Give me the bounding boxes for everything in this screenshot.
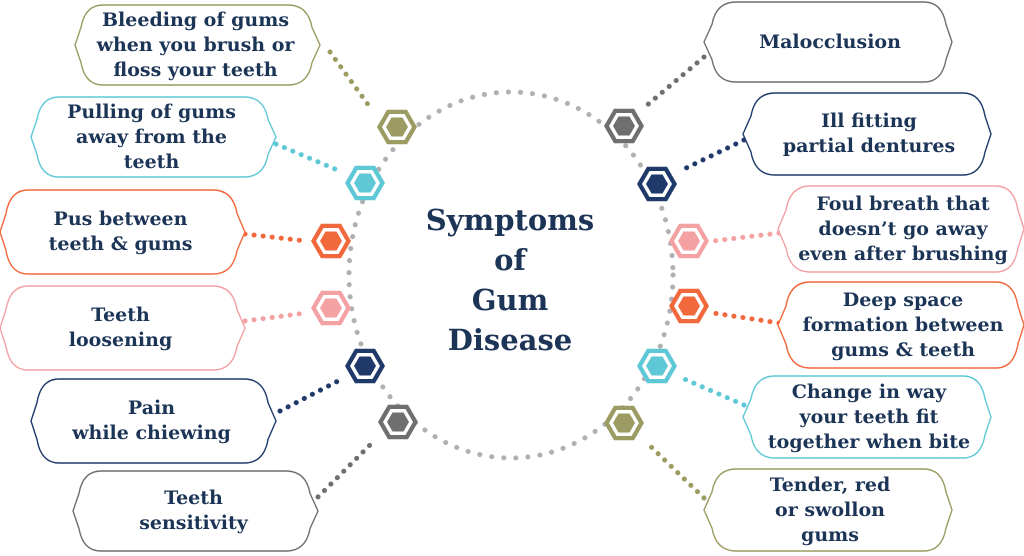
hex-node-right-5 <box>637 348 677 384</box>
symptom-box-left-4 <box>0 285 246 371</box>
connector-right-5 <box>679 375 747 408</box>
connector-right-3 <box>710 230 782 244</box>
hex-node-left-3 <box>311 223 351 259</box>
symptom-box-right-6 <box>703 468 953 552</box>
hex-node-right-3 <box>669 223 709 259</box>
symptom-box-left-1 <box>74 4 321 86</box>
symptom-box-left-2 <box>30 96 277 178</box>
hex-node-right-2 <box>637 166 677 202</box>
central-dotted-ring <box>346 89 676 461</box>
center-title: Symptoms of Gum Disease <box>425 203 595 357</box>
connector-right-1 <box>643 54 707 109</box>
symptom-box-right-2 <box>742 92 992 176</box>
hex-node-left-2 <box>345 165 385 201</box>
connector-right-4 <box>710 310 782 326</box>
hex-node-left-6 <box>378 404 418 440</box>
hex-node-right-6 <box>604 405 644 441</box>
connector-left-1 <box>327 49 375 113</box>
connector-left-2 <box>273 141 345 175</box>
connector-left-3 <box>242 231 309 244</box>
symptom-box-right-4 <box>777 281 1024 369</box>
hex-node-right-1 <box>604 108 644 144</box>
hex-node-left-1 <box>377 109 417 145</box>
connector-right-6 <box>643 439 707 501</box>
symptom-box-right-3 <box>777 185 1024 273</box>
symptom-box-left-5 <box>30 378 277 464</box>
hex-node-left-4 <box>311 290 351 326</box>
hex-node-right-4 <box>669 288 709 324</box>
connector-left-6 <box>315 438 377 500</box>
connector-left-4 <box>242 310 309 324</box>
connector-left-5 <box>277 377 343 414</box>
symptom-box-right-1 <box>703 1 953 83</box>
connector-right-2 <box>679 137 747 173</box>
symptom-box-left-3 <box>0 189 246 275</box>
symptom-box-left-6 <box>72 470 319 552</box>
symptom-box-right-5 <box>742 375 992 459</box>
hex-node-left-5 <box>345 348 385 384</box>
